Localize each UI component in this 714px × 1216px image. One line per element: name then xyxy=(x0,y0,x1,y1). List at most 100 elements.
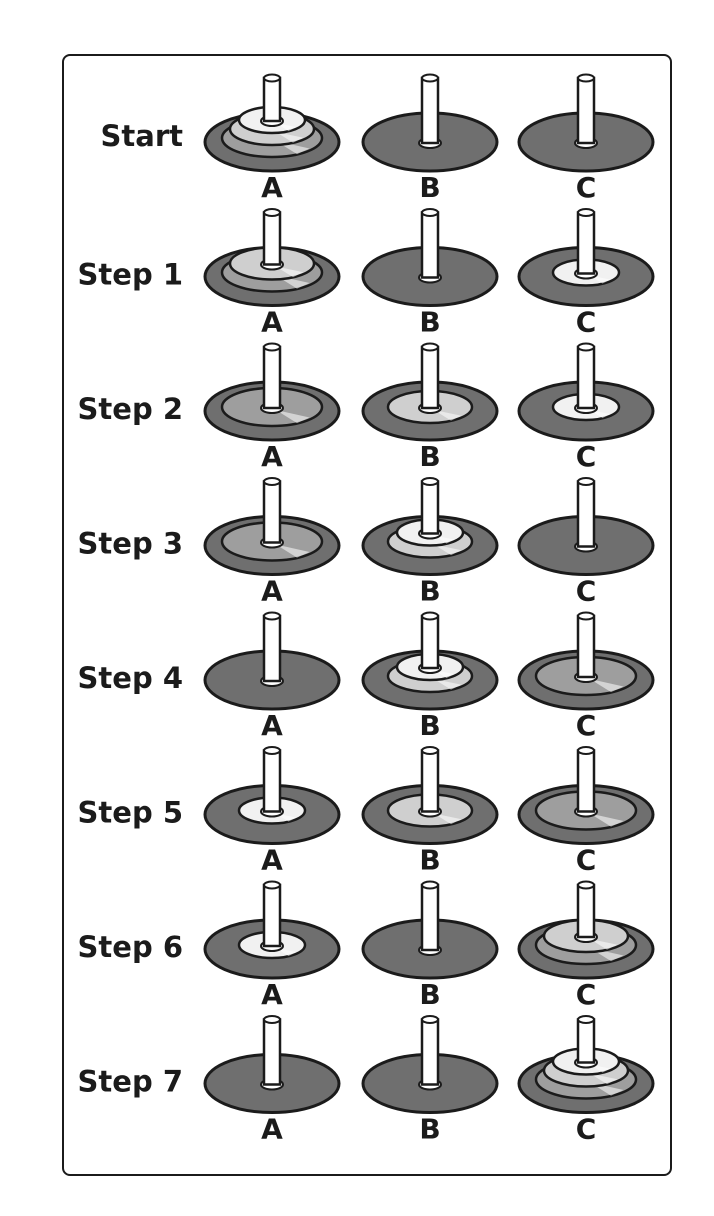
peg: C xyxy=(517,746,655,877)
peg-rod-top xyxy=(421,73,439,83)
peg: C xyxy=(517,1015,655,1146)
peg-label: B xyxy=(419,575,440,608)
peg-rod xyxy=(420,1018,440,1086)
step-row: Step 4 A B C xyxy=(78,611,655,742)
disc-shine xyxy=(276,813,297,822)
peg-rod-top xyxy=(263,1015,281,1024)
peg-rod-top xyxy=(577,1015,595,1024)
peg-label: C xyxy=(576,306,597,339)
step-label: Step 4 xyxy=(78,661,183,695)
peg: B xyxy=(361,611,499,742)
peg-label: C xyxy=(576,844,597,877)
peg-rod-top xyxy=(263,746,281,755)
peg: B xyxy=(361,746,499,877)
peg-label: A xyxy=(261,306,283,339)
disc-shine xyxy=(276,948,297,957)
disc-shine xyxy=(434,813,462,825)
peg-rod-top xyxy=(263,208,281,217)
peg-rod-top xyxy=(577,611,595,621)
peg-rod-top xyxy=(263,342,281,352)
peg-label: A xyxy=(261,978,283,1011)
peg: C xyxy=(517,342,655,473)
peg: B xyxy=(361,342,499,473)
disc-shine xyxy=(276,132,304,143)
peg-rod-top xyxy=(263,477,281,486)
peg-label: C xyxy=(576,440,597,473)
peg-rod xyxy=(262,614,282,683)
peg-rod xyxy=(262,345,282,410)
peg: C xyxy=(517,611,655,742)
peg: A xyxy=(203,1015,341,1146)
peg: A xyxy=(203,73,341,204)
peg-rod xyxy=(262,480,282,544)
peg: B xyxy=(361,880,499,1011)
peg-rod xyxy=(576,749,596,813)
peg: B xyxy=(361,1015,499,1146)
peg-rod-top xyxy=(577,746,595,755)
diagram-frame xyxy=(62,54,672,1176)
peg-rod xyxy=(576,345,596,410)
peg-rod-top xyxy=(577,342,595,352)
peg-rod xyxy=(576,76,596,145)
peg-rod xyxy=(262,749,282,813)
peg-rod xyxy=(576,480,596,548)
peg: B xyxy=(361,208,499,339)
peg-rod-top xyxy=(577,880,595,890)
peg-rod xyxy=(262,76,282,123)
step-label: Step 6 xyxy=(78,930,183,964)
peg-rod-top xyxy=(421,746,439,755)
peg: B xyxy=(361,73,499,204)
peg-rod-top xyxy=(421,611,439,621)
peg-label: B xyxy=(419,306,440,339)
peg-rod xyxy=(576,614,596,679)
peg-label: B xyxy=(419,709,440,742)
peg: B xyxy=(361,477,499,608)
peg-label: B xyxy=(419,171,440,204)
peg-rod xyxy=(420,883,440,952)
peg-rod xyxy=(420,614,440,670)
peg: A xyxy=(203,477,341,608)
peg-label: A xyxy=(261,575,283,608)
disc-shine xyxy=(434,670,455,679)
step-label: Step 5 xyxy=(78,796,183,830)
peg-rod-top xyxy=(421,1015,439,1024)
peg-rod-top xyxy=(577,208,595,217)
peg-rod xyxy=(420,749,440,813)
peg-rod xyxy=(576,1018,596,1064)
peg-rod xyxy=(420,211,440,279)
peg: A xyxy=(203,611,341,742)
peg-rod-top xyxy=(577,477,595,486)
disc-shine xyxy=(590,275,611,284)
peg: A xyxy=(203,880,341,1011)
step-label: Step 7 xyxy=(78,1065,183,1099)
peg-rod-top xyxy=(421,342,439,352)
peg-label: A xyxy=(261,1113,283,1146)
disc-shine xyxy=(434,544,462,556)
disc-shine xyxy=(434,679,462,690)
peg-label: B xyxy=(419,440,440,473)
disc-shine xyxy=(434,535,455,544)
peg: A xyxy=(203,208,341,339)
step-label: Step 1 xyxy=(78,258,183,292)
peg-rod xyxy=(420,480,440,535)
disc-shine xyxy=(276,410,310,424)
peg-rod xyxy=(262,211,282,266)
peg-label: B xyxy=(419,844,440,877)
peg-label: C xyxy=(576,709,597,742)
peg-rod xyxy=(576,211,596,275)
peg: C xyxy=(517,880,655,1011)
peg-rod xyxy=(420,345,440,410)
disc-shine xyxy=(590,1064,611,1073)
disc-shine xyxy=(590,410,611,419)
peg-rod xyxy=(576,883,596,939)
peg-rod xyxy=(420,76,440,145)
peg-rod-top xyxy=(263,73,281,83)
peg-label: A xyxy=(261,709,283,742)
step-row: Step 1 A B C xyxy=(78,208,655,339)
peg-rod-top xyxy=(421,208,439,217)
